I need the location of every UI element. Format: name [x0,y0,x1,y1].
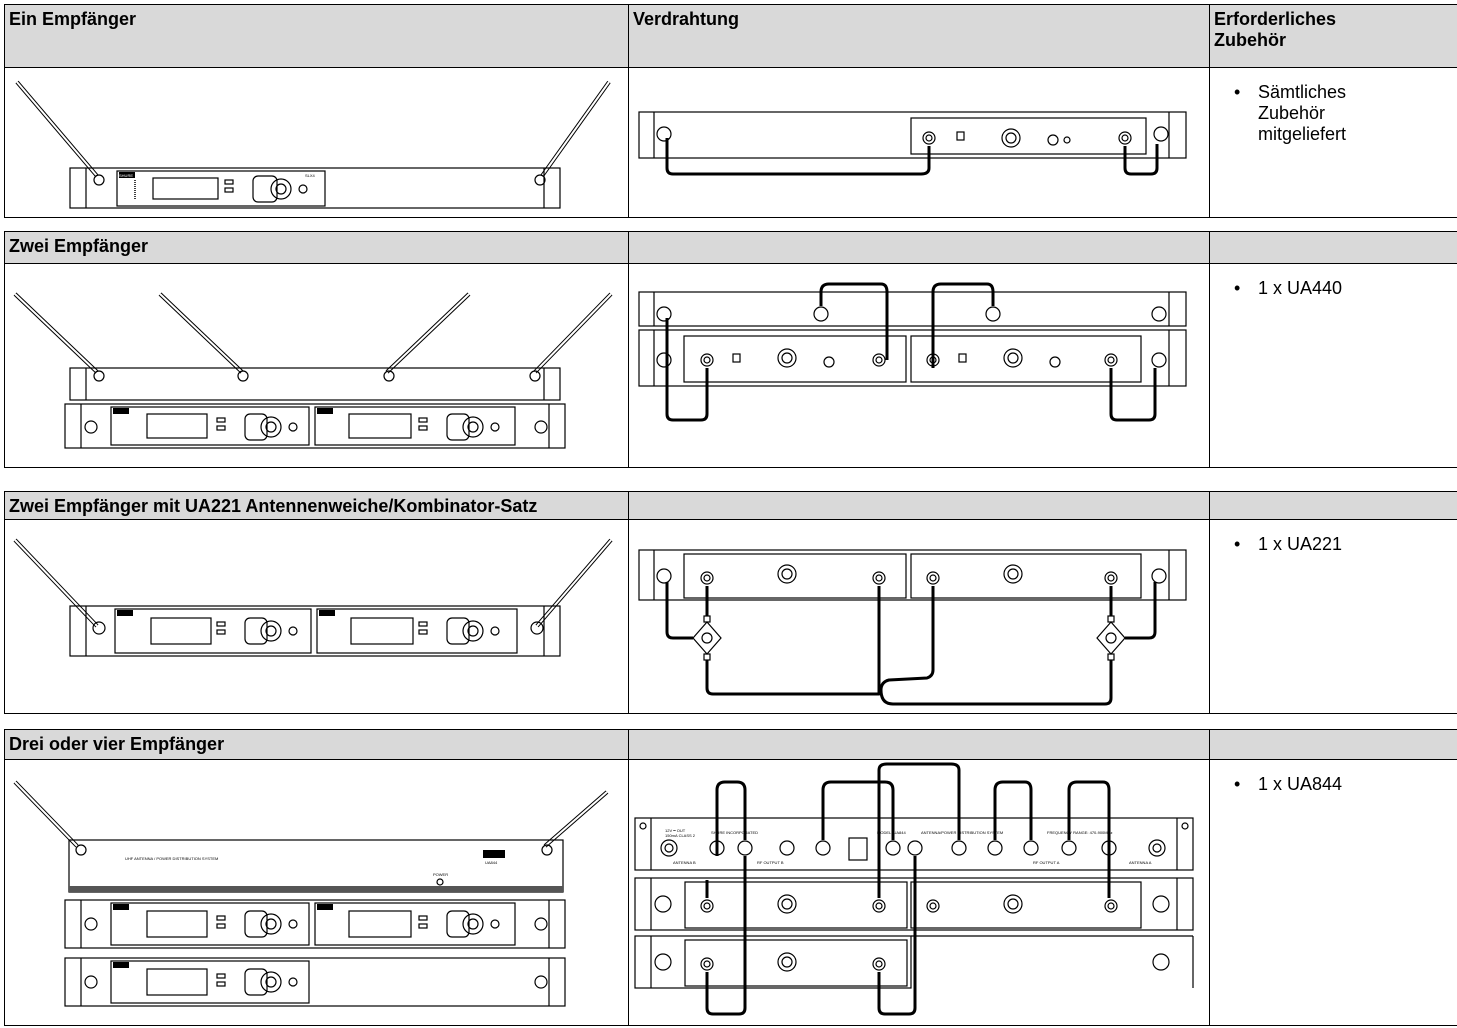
accessory-cell-4: • 1 x UA844 [1209,759,1457,1026]
brand-label: SHURE [119,173,133,178]
section-header-row: Zwei Empfänger [4,231,1457,264]
section-header-empty [1209,729,1457,760]
model-label: SLX4 [305,173,316,178]
frequency-label: FREQUENCY RANGE: 470-900MHz [1047,830,1113,835]
bullet-icon: • [1234,774,1241,794]
front-illustration-three-four-receivers: UHF ANTENNA / POWER DISTRIBUTION SYSTEM … [4,759,629,1026]
section-header-row: Zwei Empfänger mit UA221 Antennenweiche/… [4,491,1457,520]
section-header-empty [1209,231,1457,264]
one-receiver-wiring-diagram [638,111,1187,176]
section-title: Drei oder vier Empfänger [4,729,629,760]
header-receivers: Ein Empfänger [4,4,629,68]
two-receivers-front-diagram [13,292,613,449]
accessory-text: 1 x UA844 [1258,774,1343,794]
accessory-item: • 1 x UA440 [1210,264,1457,299]
distribution-model-label: UA844 [485,860,498,865]
front-illustration-ua221 [4,519,629,714]
front-illustration-two-receivers [4,263,629,468]
system-label: ANTENNA/POWER DISTRIBUTION SYSTEM [921,830,1003,835]
accessory-item: • 1 x UA844 [1210,760,1457,795]
accessory-text: Sämtliches Zubehör mitgeliefert [1258,82,1347,144]
header-accessories: Erforderliches Zubehör [1209,4,1457,68]
maker-label: SHURE INCORPORATED [711,830,758,835]
bullet-icon: • [1234,82,1241,102]
antenna-a-label: ANTENNA A [1129,860,1152,865]
bullet-icon: • [1234,278,1241,298]
section-ua221: Zwei Empfänger mit UA221 Antennenweiche/… [4,491,1457,714]
rf-output-a-label: RF OUTPUT A [1033,860,1060,865]
section-three-four-receivers: Drei oder vier Empfänger [4,729,1457,1026]
row-ua221: • 1 x UA221 [4,519,1457,714]
wiring-illustration-ua221 [628,519,1210,714]
accessory-item: • 1 x UA221 [1210,520,1457,555]
ua221-front-diagram [13,538,613,657]
rf-output-b-label: RF OUTPUT B [757,860,784,865]
wiring-illustration-three-four-receivers: 12V ━ OUT 150mA CLASS 2 ANTENNA B ANTENN… [628,759,1210,1026]
row-one-receiver: SHURE SLX4 [4,67,1457,218]
three-four-receivers-front-diagram: UHF ANTENNA / POWER DISTRIBUTION SYSTEM … [13,780,609,1007]
voltage-label: 12V ━ OUT [665,828,686,833]
three-four-receivers-wiring-diagram: 12V ━ OUT 150mA CLASS 2 ANTENNA B ANTENN… [634,762,1194,1016]
wiring-illustration-two-receivers [628,263,1210,468]
section-header-empty [628,729,1210,760]
one-receiver-front-diagram: SHURE SLX4 [15,80,611,209]
header-wiring: Verdrahtung [628,4,1210,68]
accessory-text: 1 x UA221 [1258,534,1343,554]
configuration-table: Ein Empfänger Verdrahtung Erforderliches… [4,4,1457,218]
section-header-row: Drei oder vier Empfänger [4,729,1457,760]
bullet-icon: • [1234,534,1241,554]
current-label: 150mA CLASS 2 [665,833,696,838]
accessory-cell-2: • 1 x UA440 [1209,263,1457,468]
header-row: Ein Empfänger Verdrahtung Erforderliches… [4,4,1457,68]
section-title: Zwei Empfänger [4,231,629,264]
section-header-empty [1209,491,1457,520]
accessory-cell-3: • 1 x UA221 [1209,519,1457,714]
ua221-wiring-diagram [638,549,1187,706]
distribution-system-label: UHF ANTENNA / POWER DISTRIBUTION SYSTEM [125,856,218,861]
row-two-receivers: • 1 x UA440 [4,263,1457,468]
ua844-model-label: MODEL: UA844 [877,830,906,835]
antenna-b-label: ANTENNA B [673,860,696,865]
power-label: POWER [433,872,448,877]
front-illustration-one-receiver: SHURE SLX4 [4,67,629,218]
section-header-empty [628,231,1210,264]
wiring-illustration-one-receiver [628,67,1210,218]
row-three-four-receivers: UHF ANTENNA / POWER DISTRIBUTION SYSTEM … [4,759,1457,1026]
section-two-receivers: Zwei Empfänger [4,231,1457,468]
accessory-text: 1 x UA440 [1258,278,1343,298]
two-receivers-wiring-diagram [638,282,1187,422]
accessory-item: • Sämtliches Zubehör mitgeliefert [1210,68,1457,145]
section-header-empty [628,491,1210,520]
section-title: Zwei Empfänger mit UA221 Antennenweiche/… [4,491,629,520]
accessory-cell-1: • Sämtliches Zubehör mitgeliefert [1209,67,1457,218]
